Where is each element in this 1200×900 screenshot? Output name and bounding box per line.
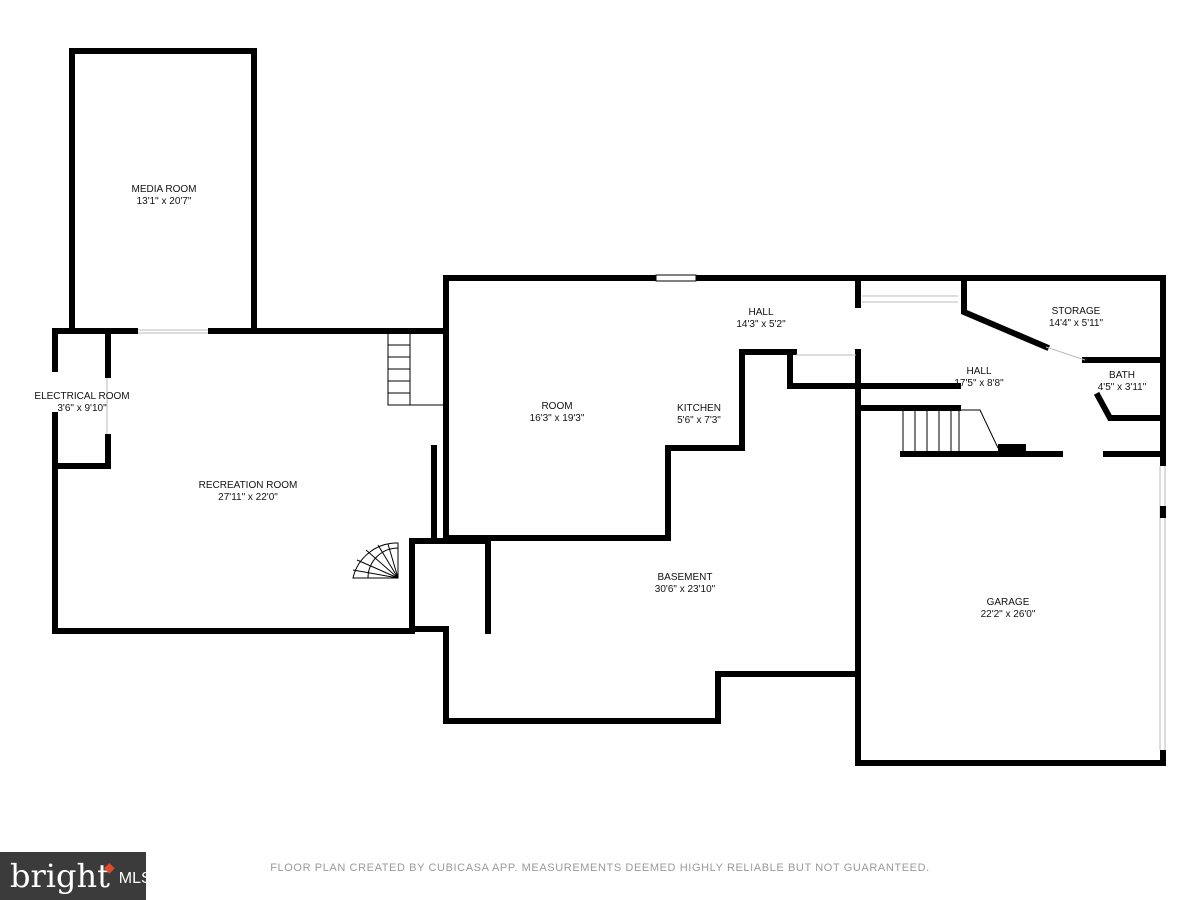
room-dimensions: 13'1" x 20'7"	[136, 196, 192, 207]
room-dimensions: 4'5" x 3'11"	[1097, 382, 1147, 393]
bright-mls-logo: bright ◆ MLS	[0, 852, 152, 900]
logo-accent-icon: ◆	[103, 858, 115, 875]
electrical-room-label: ELECTRICAL ROOM 3'6" x 9'10"	[34, 391, 129, 415]
disclaimer-text: FLOOR PLAN CREATED BY CUBICASA APP. MEAS…	[270, 862, 930, 874]
basement-label: BASEMENT 30'6" x 23'10"	[655, 572, 715, 596]
room-dimensions: 16'3" x 19'3"	[529, 413, 585, 424]
spiral-stair	[352, 542, 399, 579]
stairs-hall	[902, 409, 1026, 455]
hall-label-2: HALL 17'5" x 8'8"	[954, 366, 1003, 390]
recreation-room-walls	[52, 275, 449, 634]
room-name: HALL	[966, 366, 992, 377]
storage-label: STORAGE 14'4" x 5'11"	[1049, 306, 1103, 330]
kitchen-label: KITCHEN 5'6" x 7'3"	[677, 403, 721, 427]
garage-walls	[855, 466, 1166, 766]
room-label: ROOM 16'3" x 19'3"	[530, 401, 585, 425]
room-name: MEDIA ROOM	[131, 184, 197, 195]
window-top	[655, 274, 697, 282]
hall-label-1: HALL 14'3" x 5'2"	[736, 307, 785, 331]
room-dimensions: 30'6" x 23'10"	[654, 584, 716, 595]
room-dimensions: 3'6" x 9'10"	[57, 403, 107, 414]
room-name: ROOM	[541, 401, 573, 412]
room-name: RECREATION ROOM	[198, 480, 298, 491]
room-name: HALL	[748, 307, 774, 318]
room-name: STORAGE	[1051, 306, 1101, 317]
room-dimensions: 14'4" x 5'11"	[1048, 318, 1104, 329]
room-name: KITCHEN	[677, 403, 721, 414]
room-dimensions: 14'3" x 5'2"	[736, 319, 786, 330]
storage-hall-walls	[855, 275, 1166, 766]
media-room-label: MEDIA ROOM 13'1" x 20'7"	[131, 184, 196, 208]
room-walls	[443, 275, 1166, 541]
basement-walls	[409, 538, 861, 724]
hall-grey-lines	[796, 295, 1086, 361]
room-dimensions: 27'11" x 22'0"	[218, 492, 278, 503]
garage-label: GARAGE 22'2" x 26'0"	[981, 597, 1036, 621]
door-openings	[52, 328, 208, 434]
recreation-room-label: RECREATION ROOM 27'11" x 22'0"	[199, 480, 298, 504]
room-dimensions: 17'5" x 8'8"	[954, 378, 1004, 389]
room-name: BATH	[1109, 370, 1135, 381]
stairs-top	[387, 332, 446, 406]
room-name: BASEMENT	[657, 572, 713, 583]
media-room-walls	[69, 48, 257, 334]
bath-label: BATH 4'5" x 3'11"	[1098, 370, 1147, 394]
room-dimensions: 5'6" x 7'3"	[677, 415, 721, 426]
room-name: ELECTRICAL ROOM	[34, 391, 130, 402]
room-dimensions: 22'2" x 26'0"	[980, 609, 1036, 620]
room-name: GARAGE	[986, 597, 1030, 608]
logo-suffix: MLS	[118, 870, 152, 887]
logo-brand: bright	[10, 857, 110, 895]
